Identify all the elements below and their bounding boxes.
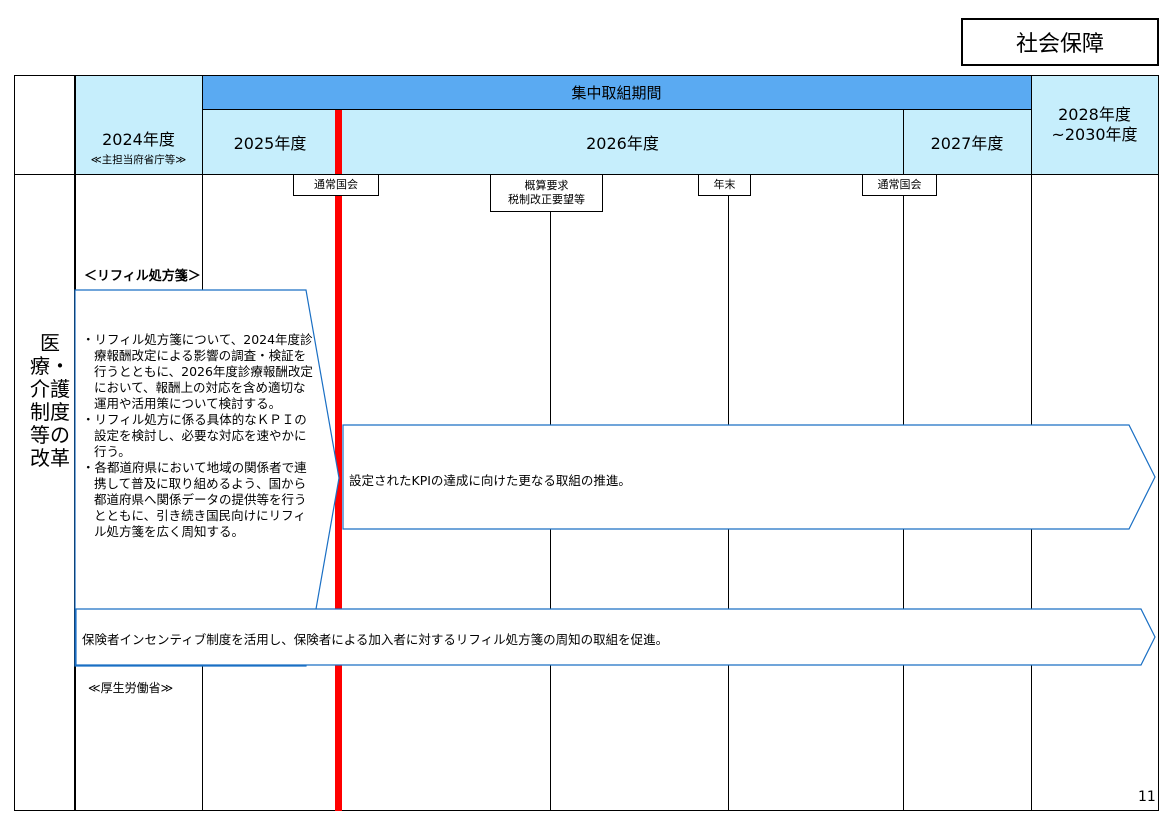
grid-top xyxy=(14,75,1159,76)
header-year-2024-label: 2024年度 xyxy=(102,129,175,149)
kpi-arrow-shape xyxy=(342,424,1156,530)
grid-right xyxy=(1158,75,1159,811)
ministry-label: ≪厚生労働省≫ xyxy=(88,681,174,695)
header-year-2024: 2024年度 ≪主担当府省庁等≫ xyxy=(75,118,202,174)
marker-year-end: 年末 xyxy=(698,174,751,196)
grid-bottom xyxy=(14,810,1159,811)
header-year-2025: 2025年度 xyxy=(233,134,307,153)
refill-bullets: ・リフィル処方箋について、2024年度診療報酬改定による影響の調査・検証を行うと… xyxy=(82,332,317,540)
insurer-arrow-text: 保険者インセンティブ制度を活用し、保険者による加入者に対するリフィル処方箋の周知… xyxy=(82,632,669,647)
header-period: 集中取組期間 xyxy=(571,84,662,102)
header-col-2024-bg xyxy=(75,75,202,174)
marker-budget-request-line2: 税制改正要望等 xyxy=(508,193,585,206)
header-ministry-sub: ≪主担当府省庁等≫ xyxy=(90,153,187,166)
section-label: 医療・介護制度等の改革 xyxy=(30,331,70,470)
header-year-2028: 2028年度 ~2030年度 xyxy=(1051,104,1138,144)
refill-bullet-3: ・各都道府県において地域の関係者で連携して普及に取り組めるよう、国から都道府県へ… xyxy=(82,460,307,539)
refill-bullet-2: ・リフィル処方に係る具体的なＫＰＩの設定を検討し、必要な対応を速やかに行う。 xyxy=(82,412,307,459)
marker-budget-request: 概算要求 税制改正要望等 xyxy=(490,174,603,212)
refill-bullet-1: ・リフィル処方箋について、2024年度診療報酬改定による影響の調査・検証を行うと… xyxy=(82,332,313,411)
kpi-arrow-text: 設定されたKPIの達成に向けた更なる取組の推進。 xyxy=(349,473,631,488)
grid-period-bottom xyxy=(202,109,1031,110)
header-col-2028-bg xyxy=(1031,75,1158,174)
start-red-line xyxy=(335,110,342,811)
grid-left xyxy=(14,75,15,811)
page-number: 11 xyxy=(1138,789,1156,805)
marker-budget-request-line1: 概算要求 xyxy=(524,179,569,192)
refill-box-shape xyxy=(74,289,340,667)
header-year-2026: 2026年度 xyxy=(586,134,659,153)
header-period-bg xyxy=(202,75,1031,110)
insurer-arrow-shape xyxy=(75,608,1156,666)
refill-heading: ＜リフィル処方箋＞ xyxy=(84,269,201,284)
category-badge: 社会保障 xyxy=(961,18,1159,66)
marker-diet-2027: 通常国会 xyxy=(862,174,937,196)
header-year-2027: 2027年度 xyxy=(930,134,1004,153)
marker-diet-2025: 通常国会 xyxy=(293,174,379,196)
